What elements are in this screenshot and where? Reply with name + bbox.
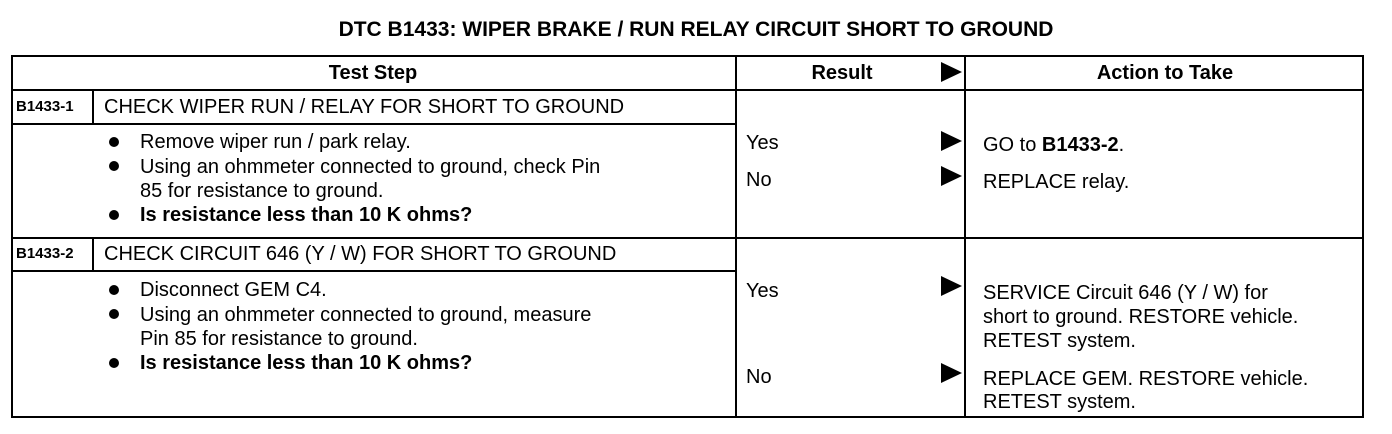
step-1-action-yes: GO to B1433-2.: [983, 134, 1125, 156]
step-2-heading-bottom: [11, 270, 735, 272]
column-divider-action: [964, 55, 966, 418]
step-1-heading: CHECK WIPER RUN / RELAY FOR SHORT TO GRO…: [104, 96, 625, 118]
step-2-no-arrow-icon: [941, 363, 962, 383]
page-title: DTC B1433: WIPER BRAKE / RUN RELAY CIRCU…: [338, 18, 1054, 41]
step-1-result-yes: Yes: [746, 132, 779, 154]
step-1-bullet-2-icon: [109, 161, 119, 171]
step-2-bullet-2-cont: Pin 85 for resistance to ground.: [140, 328, 418, 350]
step-1-bullet-1: Remove wiper run / park relay.: [140, 131, 411, 153]
step-1-no-arrow-icon: [941, 166, 962, 186]
step-2-action-no-line-2: RETEST system.: [983, 391, 1136, 413]
step-2-action-yes-line-3: RETEST system.: [983, 330, 1136, 352]
step-1-id: B1433-1: [16, 98, 74, 115]
header-test-step: Test Step: [328, 62, 418, 84]
step-1-yes-arrow-icon: [941, 131, 962, 151]
header-action: Action to Take: [1096, 62, 1234, 84]
header-arrow-icon: [941, 62, 962, 82]
step-2-id-divider: [92, 237, 94, 271]
step-2-result-yes: Yes: [746, 280, 779, 302]
step-2-bullet-1: Disconnect GEM C4.: [140, 279, 327, 301]
step-2-bullet-2-icon: [109, 309, 119, 319]
step-2-question: Is resistance less than 10 K ohms?: [140, 352, 473, 374]
step-1-action-no: REPLACE relay.: [983, 171, 1130, 193]
step-1-bullet-2: Using an ohmmeter connected to ground, c…: [140, 156, 601, 178]
step-2-bullet-1-icon: [109, 285, 119, 295]
diagnostic-table: [11, 55, 1364, 418]
header-divider: [11, 89, 1364, 91]
step-2-result-no: No: [746, 366, 772, 388]
step-1-bullet-2-cont: 85 for resistance to ground.: [140, 180, 384, 202]
column-divider-result: [735, 55, 737, 418]
step-separator: [11, 237, 1364, 239]
step-1-id-divider: [92, 89, 94, 124]
step-1-heading-bottom: [11, 123, 735, 125]
header-result: Result: [811, 62, 873, 84]
step-2-id: B1433-2: [16, 245, 74, 262]
step-1-result-no: No: [746, 169, 772, 191]
step-1-question: Is resistance less than 10 K ohms?: [140, 204, 473, 226]
step-2-bullet-2: Using an ohmmeter connected to ground, m…: [140, 304, 592, 326]
step-1-bullet-3-icon: [109, 210, 119, 220]
step-2-yes-arrow-icon: [941, 276, 962, 296]
step-2-bullet-3-icon: [109, 358, 119, 368]
step-2-action-yes-line-1: SERVICE Circuit 646 (Y / W) for: [983, 282, 1268, 304]
step-2-action-no-line-1: REPLACE GEM. RESTORE vehicle.: [983, 368, 1309, 390]
step-2-action-yes-line-2: short to ground. RESTORE vehicle.: [983, 306, 1299, 328]
step-1-bullet-1-icon: [109, 137, 119, 147]
step-2-heading: CHECK CIRCUIT 646 (Y / W) FOR SHORT TO G…: [104, 243, 617, 265]
